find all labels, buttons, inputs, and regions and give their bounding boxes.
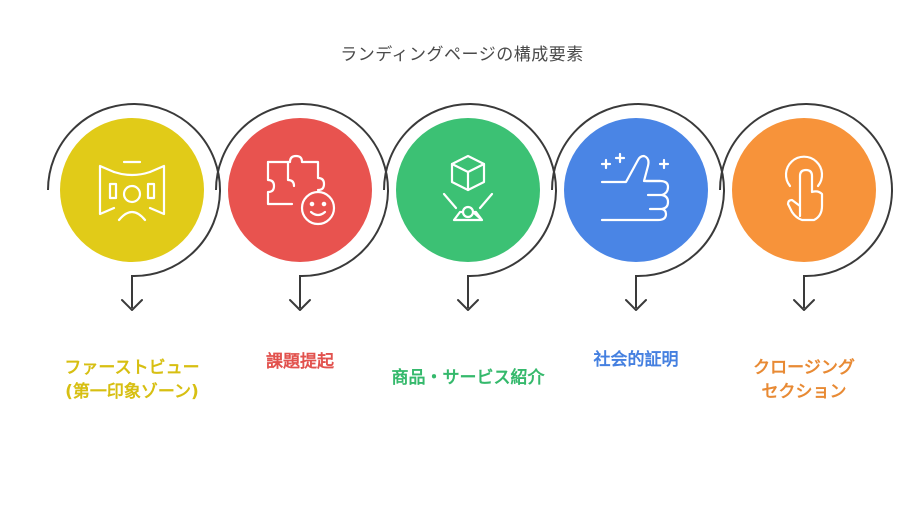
- step-1: [47, 103, 221, 311]
- step-1-circle: [60, 118, 204, 262]
- product-display-icon: [442, 154, 494, 222]
- step-5-circle: [732, 118, 876, 262]
- step-5-ring: [719, 103, 893, 308]
- step-1-ring: [47, 103, 221, 308]
- step-3-arrow-icon: [457, 299, 479, 311]
- step-4-ring: [551, 103, 725, 308]
- puzzle-face-icon: [266, 154, 336, 226]
- first-view-icon: [98, 160, 166, 222]
- step-4: [551, 103, 725, 311]
- step-5-arrow-icon: [793, 299, 815, 311]
- step-3-label: 商品・サービス紹介: [391, 368, 545, 388]
- step-2-circle: [228, 118, 372, 262]
- step-2-label: 課題提起: [266, 352, 334, 372]
- step-2-arrow-icon: [289, 299, 311, 311]
- step-4-circle: [564, 118, 708, 262]
- step-4-label: 社会的証明: [593, 350, 679, 370]
- thumbs-up-icon: [600, 152, 670, 222]
- tap-finger-icon: [784, 155, 824, 222]
- step-2: [215, 103, 389, 311]
- step-3-ring: [383, 103, 557, 308]
- step-1-label: ファーストビュー(第一印象ゾーン): [64, 358, 200, 402]
- step-3: [383, 103, 557, 311]
- step-5: [719, 103, 893, 311]
- step-4-arrow-icon: [625, 299, 647, 311]
- diagram-title: ランディングページの構成要素: [340, 45, 584, 65]
- step-1-arrow-icon: [121, 299, 143, 311]
- step-5-label: クロージングセクション: [753, 358, 855, 402]
- step-2-ring: [215, 103, 389, 308]
